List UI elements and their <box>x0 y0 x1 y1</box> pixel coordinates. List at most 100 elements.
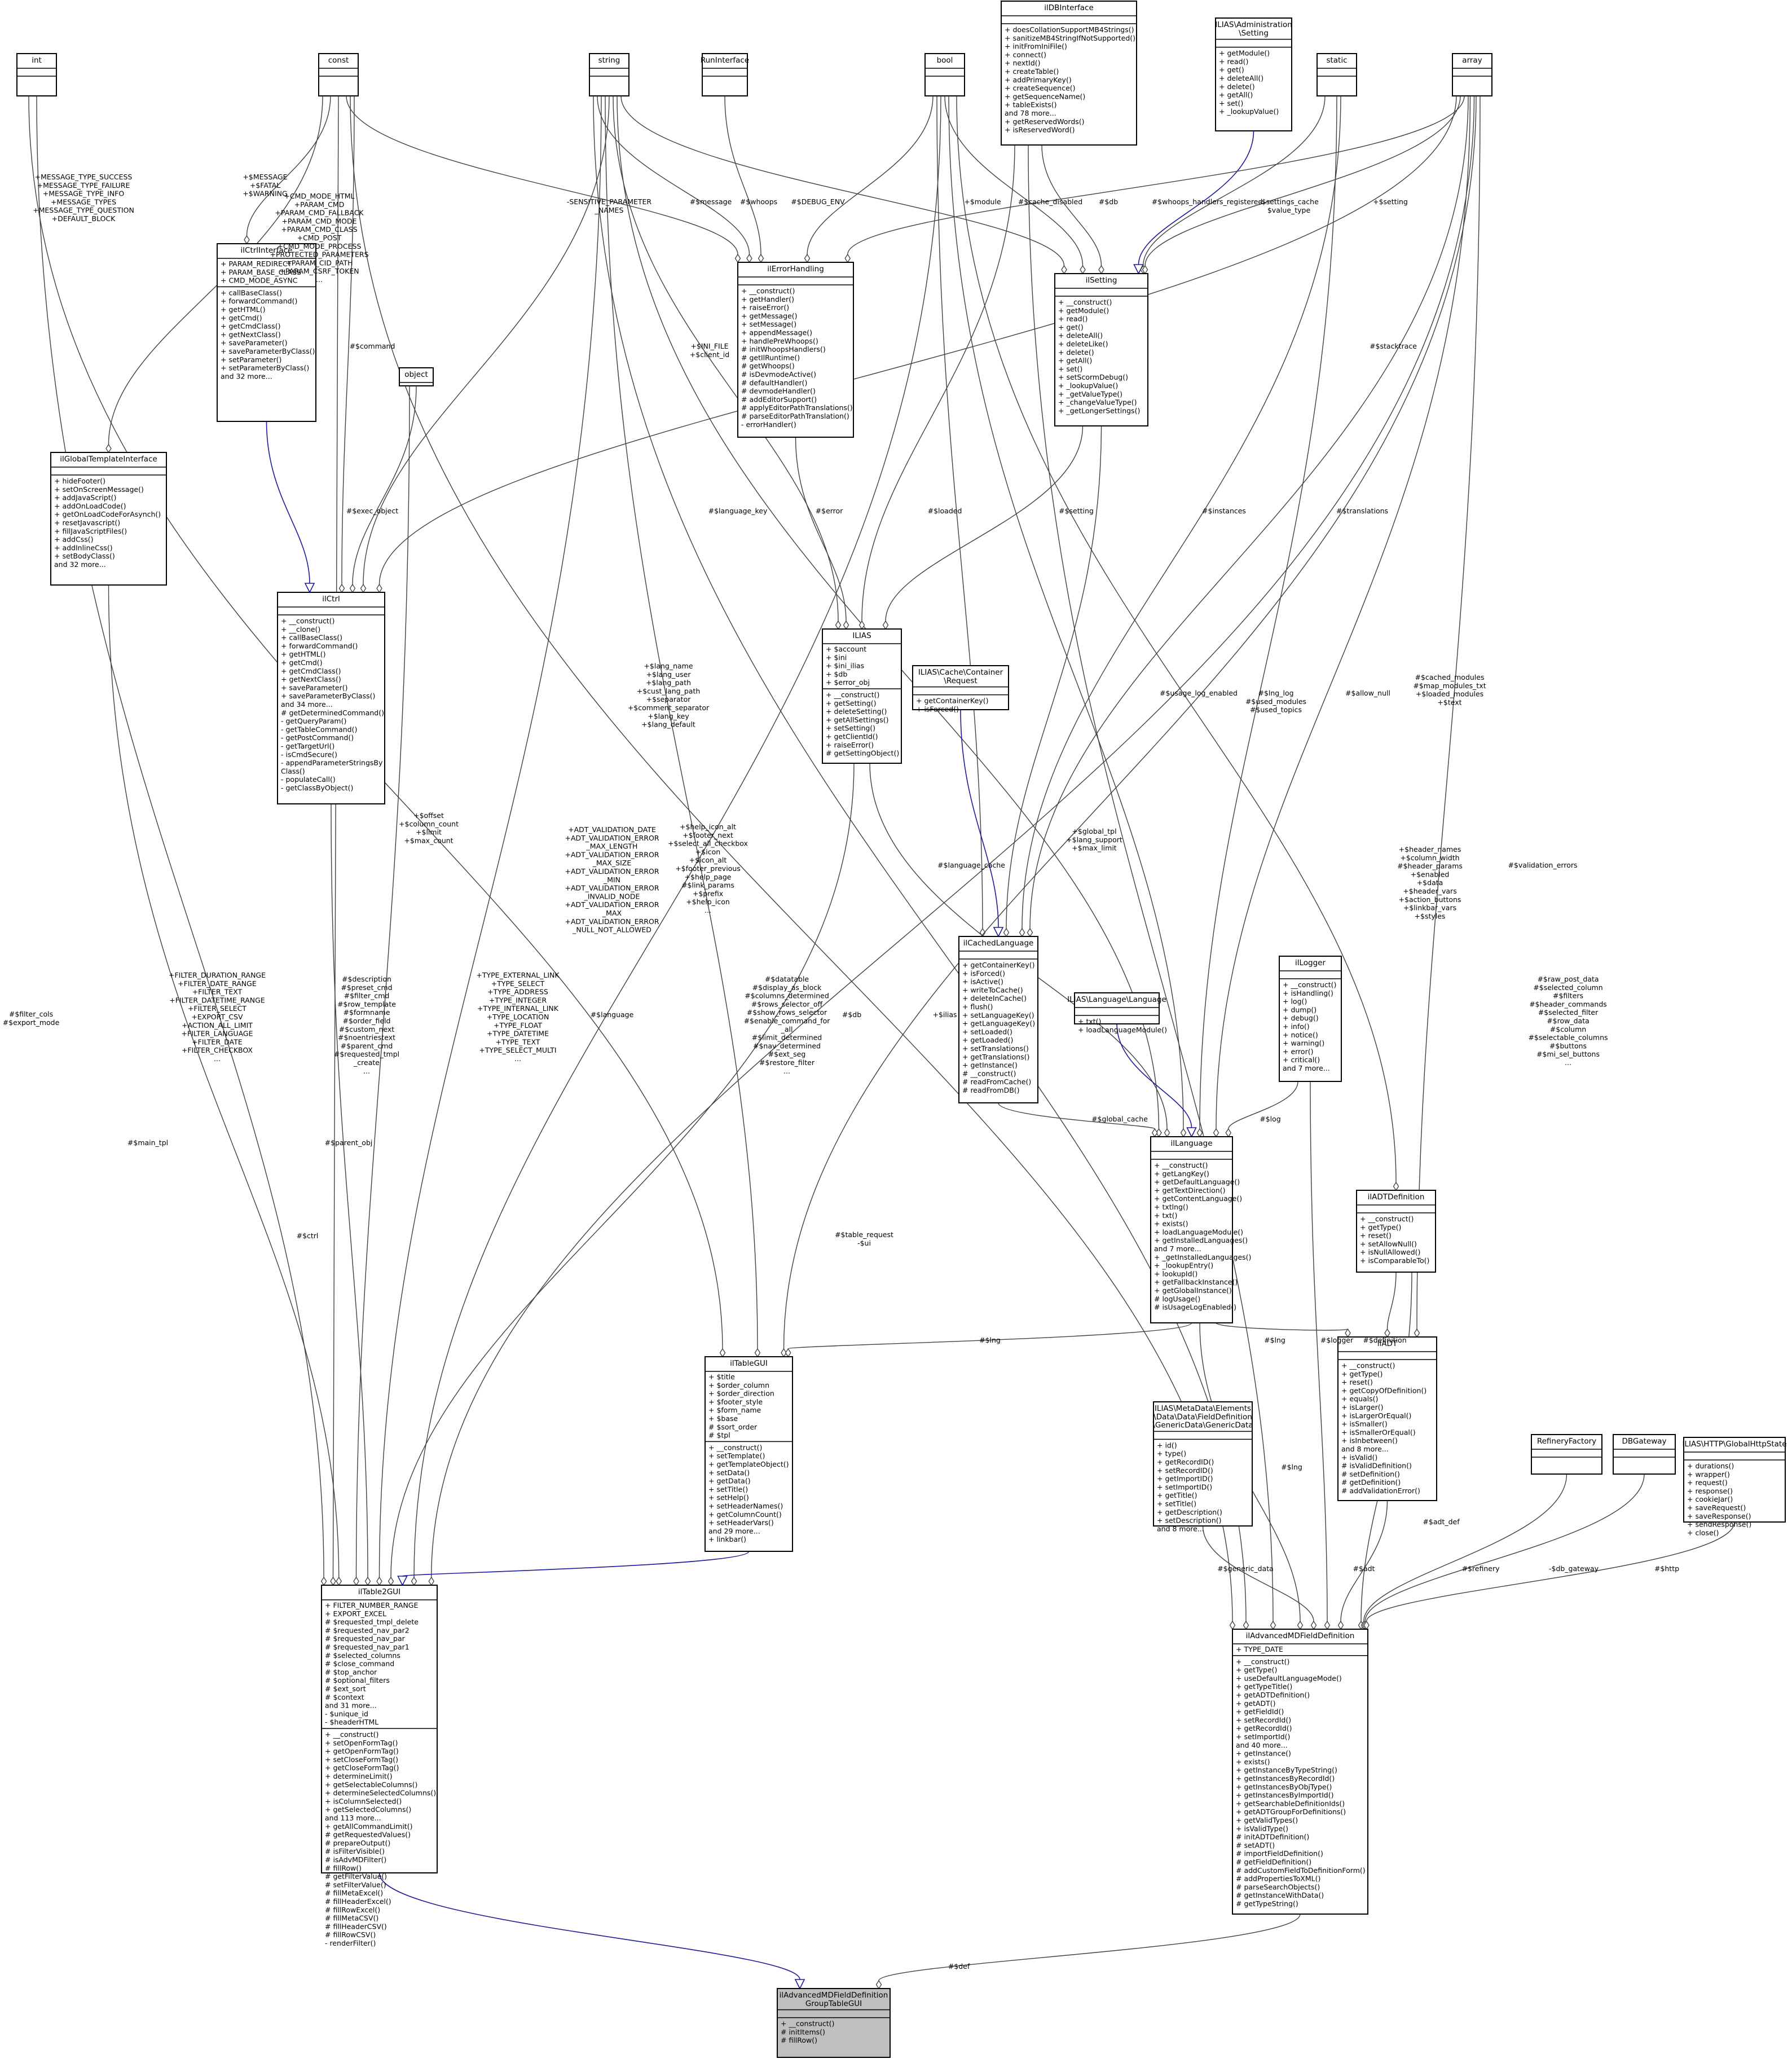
edge-label-line: +$lang_user <box>646 670 692 679</box>
class-operation: # getWhoops() <box>741 362 795 370</box>
class-box-il-advanced-mdfield-definition[interactable]: ilAdvancedMDFieldDefinition+ TYPE_DATE+ … <box>1232 1629 1368 1915</box>
class-attribute: + $footer_style <box>708 1397 763 1406</box>
class-operation: - isCmdSecure() <box>281 750 337 759</box>
class-operation: # __construct() <box>962 1069 1016 1077</box>
class-name: ilAdvancedMDFieldDefinition <box>780 1991 888 2000</box>
edge-label-line: #$adt <box>1353 1564 1375 1573</box>
edge-label-http: #$http <box>1654 1564 1679 1573</box>
class-operation: + getLanguageKey() <box>962 1019 1035 1028</box>
class-operation: + getSequenceName() <box>1005 92 1085 100</box>
class-attribute: + $form_name <box>708 1406 761 1414</box>
class-box-string[interactable]: string <box>589 53 629 96</box>
aggregation-diamond <box>1180 1128 1187 1138</box>
class-box-il-table-gui[interactable]: ilTableGUI+ $title+ $order_column+ $orde… <box>705 1356 793 1552</box>
class-operation: + _lookupValue() <box>1058 381 1118 390</box>
edge-label-line: ... <box>514 1054 521 1063</box>
edge-label-line: #$restore_filter <box>759 1058 815 1067</box>
edge-label-line: #$filter_cols <box>9 1010 53 1018</box>
aggregation-diamond <box>320 1576 327 1586</box>
edge-label-line: #$stacktrace <box>1370 342 1417 350</box>
class-box-il-error-handling[interactable]: ilErrorHandling+ __construct()+ getHandl… <box>737 262 854 438</box>
association-edge-const-to-il-advanced-mdfield-definition <box>350 95 1236 1630</box>
class-box-global-http-state[interactable]: ILIAS\HTTP\GlobalHttpState+ durations()+… <box>1682 1437 1787 1537</box>
aggregation-diamond <box>781 1348 787 1358</box>
class-operation: + set() <box>1219 99 1243 107</box>
edge-label-definition: #$definition <box>1363 1336 1406 1344</box>
aggregation-diamond <box>1196 1128 1203 1138</box>
edge-label-line: _MIN <box>603 876 620 884</box>
edge-label-line: +$separator <box>646 695 692 703</box>
class-operation: and 8 more... <box>1341 1445 1389 1453</box>
association-edge-const-to-il-ctrl <box>338 95 355 593</box>
class-box-il-advanced-mdfield-definition-group-table-gui[interactable]: ilAdvancedMDFieldDefinitionGroupTableGUI… <box>777 1988 891 2058</box>
class-box-il-logger[interactable]: ilLogger+ __construct()+ isHandling()+ l… <box>1279 956 1342 1082</box>
class-name: ilTable2GUI <box>358 1587 400 1596</box>
class-box-refinery-factory[interactable]: RefineryFactory <box>1531 1434 1602 1475</box>
class-operation: + __construct() <box>1236 1657 1289 1666</box>
edge-label-line: #$table_request <box>835 1230 893 1239</box>
aggregation-diamond <box>734 253 741 263</box>
class-box-il-setting[interactable]: ilSetting+ __construct()+ getModule()+ r… <box>1054 273 1148 426</box>
class-box-array[interactable]: array <box>1452 53 1492 96</box>
class-operation: + getClientId() <box>826 732 878 741</box>
association-edge-il-logger-to-il-language <box>1225 1081 1298 1138</box>
class-box-il-table2gui[interactable]: ilTable2GUI+ FILTER_NUMBER_RANGE+ EXPORT… <box>321 1585 438 1947</box>
edge-label-line: +$client_id <box>690 350 729 359</box>
association-edge-static-to-il-language <box>1196 95 1337 1138</box>
class-box-bool[interactable]: bool <box>924 53 965 96</box>
class-operation: # addValidationError() <box>1341 1486 1420 1495</box>
class-operation: + deleteAll() <box>1058 331 1103 340</box>
class-operation: + setImportID() <box>1157 1483 1212 1491</box>
edge-label-log: #$log <box>1260 1115 1280 1123</box>
association-edge-bool-to-il-adtdefinition <box>956 95 1399 1191</box>
edge-label-ctrl: #$ctrl <box>297 1231 319 1240</box>
edge-label-refinery: #$refinery <box>1461 1564 1500 1573</box>
edge-label-line: +$linkbar_vars <box>1403 904 1456 912</box>
class-box-il-dbinterface[interactable]: ilDBInterface+ doesCollationSupportMB4St… <box>1001 1 1137 146</box>
edge-label-line: #$error <box>816 507 844 515</box>
class-box-const[interactable]: const <box>318 53 359 96</box>
class-box-object[interactable]: object <box>399 367 434 386</box>
class-operation: + getTitle() <box>1157 1491 1197 1499</box>
edge-label-filter-cols: #$filter_cols#$export_mode <box>3 1010 60 1027</box>
class-operation: + fillJavaScriptFiles() <box>54 527 127 535</box>
class-box-il-administration-setting[interactable]: ILIAS\Administration\Setting+ getModule(… <box>1215 17 1292 131</box>
class-box-generic-data[interactable]: ILIAS\MetaData\Elements\Data\Data\FieldD… <box>1152 1401 1253 1533</box>
edge-label-line: +ADT_VALIDATION_ERROR <box>565 850 659 859</box>
aggregation-diamond <box>1156 1128 1162 1138</box>
class-box-il-adtdefinition[interactable]: ilADTDefinition+ __construct()+ getType(… <box>1356 1190 1436 1273</box>
class-box-il-language-language[interactable]: ILIAS\Language\Language+ txt()+ loadLang… <box>1067 992 1167 1034</box>
class-box-run-interface[interactable]: RunInterface <box>701 53 749 96</box>
class-operation: + setTranslations() <box>962 1044 1029 1053</box>
class-attribute: + $order_column <box>708 1381 769 1389</box>
class-box-il-cache-container-request[interactable]: ILIAS\Cache\Container\Request+ getContai… <box>912 665 1009 713</box>
class-operation: + isInbetween() <box>1341 1436 1398 1445</box>
class-box-int[interactable]: int <box>16 53 57 96</box>
class-operation: + getCmdClass() <box>281 667 341 675</box>
edge-line <box>1116 1023 1192 1128</box>
class-box-dbgateway[interactable]: DBGateway <box>1613 1434 1676 1475</box>
class-operation: # importFieldDefinition() <box>1236 1849 1323 1858</box>
edge-line <box>1386 1272 1397 1330</box>
association-edge-il-setting-to-il-cached-language <box>1003 425 1102 938</box>
class-box-il-adt[interactable]: ilADT+ __construct()+ getType()+ reset()… <box>1337 1336 1437 1501</box>
edge-label-help-icon: +$help_icon_alt+$footer_next+$select_all… <box>668 822 748 914</box>
class-operation: + setScormDebug() <box>1058 373 1128 381</box>
aggregation-diamond <box>858 620 865 630</box>
edge-line <box>807 95 934 255</box>
class-operation: # parseSearchObjects() <box>1236 1882 1320 1891</box>
class-box-frame <box>737 262 854 438</box>
class-name: array <box>1462 56 1482 65</box>
class-box-static[interactable]: static <box>1317 53 1357 96</box>
edge-label-logger: #$logger <box>1320 1336 1354 1344</box>
class-box-il-cached-language[interactable]: ilCachedLanguage+ getContainerKey()+ isF… <box>958 936 1038 1103</box>
edge-label-parent-obj: #$parent_obj <box>325 1138 373 1147</box>
class-box-ilias[interactable]: ILIAS+ $account+ $ini+ $ini_ilias+ $db+ … <box>822 628 902 764</box>
aggregation-diamond <box>349 583 356 593</box>
class-operation: + type() <box>1157 1449 1186 1458</box>
class-box-il-global-template-interface[interactable]: ilGlobalTemplateInterface+ hideFooter()+… <box>50 452 167 586</box>
class-box-il-language[interactable]: ilLanguage+ __construct()+ getLangKey()+… <box>1150 1136 1251 1323</box>
edge-label-allow-null: #$allow_null <box>1345 689 1390 697</box>
class-box-il-ctrl-interface[interactable]: ilCtrlInterface+ PARAM_REDIRECT+ PARAM_B… <box>217 243 316 422</box>
class-box-il-ctrl[interactable]: ilCtrl+ __construct()+ __clone()+ callBa… <box>277 592 385 804</box>
